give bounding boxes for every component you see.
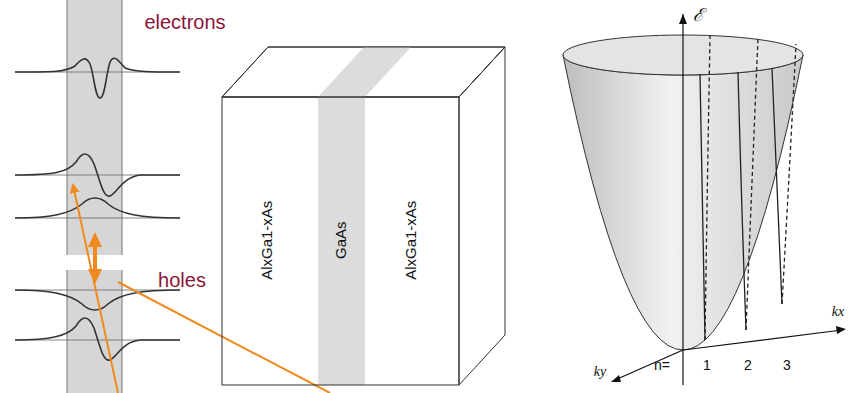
axis-label: kx	[832, 304, 844, 319]
subband-index: 1	[703, 358, 711, 373]
axis-label: ℰ	[693, 6, 704, 26]
dispersion-paraboloid	[563, 14, 846, 385]
subband-index: 2	[744, 358, 752, 373]
heterostructure-block	[222, 47, 505, 385]
band-label: holes	[158, 269, 206, 291]
transition-arrows	[73, 185, 330, 393]
subband-index: 3	[783, 358, 791, 373]
axis-label: ky	[594, 364, 606, 379]
layer-label: GaAs	[333, 221, 350, 259]
wavefunctions	[15, 58, 180, 360]
layer-label: AlxGa1-xAs	[404, 200, 421, 279]
band-label: electrons	[144, 11, 225, 33]
subband-index: n=	[654, 358, 670, 373]
layer-label: AlxGa1-xAs	[260, 200, 277, 279]
